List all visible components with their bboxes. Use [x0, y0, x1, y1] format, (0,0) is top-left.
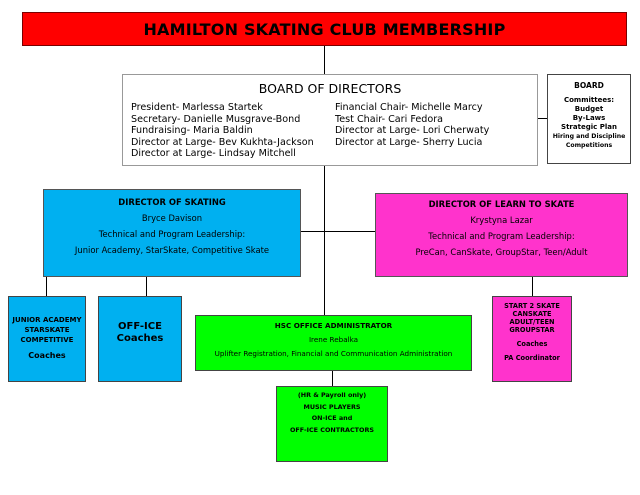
music-line: ON-ICE and [311, 414, 353, 422]
start-skate-line: ADULT/TEEN [509, 318, 555, 326]
connector-board-side [538, 118, 547, 119]
connector-board-down [324, 166, 325, 315]
director-skating-name: Bryce Davison [141, 213, 203, 223]
start-skate-pa-coordinator: PA Coordinator [504, 354, 560, 362]
off-ice-coaches-box: OFF-ICE Coaches [98, 296, 182, 382]
director-skating-title: DIRECTOR OF SKATING [118, 197, 226, 207]
connector-title-board [324, 46, 325, 74]
board-member: Director at Large- Lindsay Mitchell [131, 148, 296, 160]
junior-academy-box: JUNIOR ACADEMY STARSKATE COMPETITIVE Coa… [8, 296, 86, 382]
board-member: Financial Chair- Michelle Marcy [335, 102, 483, 113]
connector-skating-children [46, 277, 47, 296]
committee-item: Hiring and Discipline [552, 133, 626, 140]
committee-item: Competitions [565, 142, 613, 149]
board-of-directors-box: BOARD OF DIRECTORS President- Marlessa S… [122, 74, 538, 166]
board-member: Secretary- Danielle Musgrave-Bond [131, 113, 301, 125]
board-member: President- Marlessa Startek [131, 102, 263, 113]
director-lts-name: Krystyna Lazar [470, 215, 533, 225]
committee-item: Strategic Plan [561, 123, 617, 131]
connector-lts-startskate [532, 277, 533, 296]
page-title: HAMILTON SKATING CLUB MEMBERSHIP [143, 19, 506, 39]
director-skating-programs: Junior Academy, StarSkate, Competitive S… [74, 245, 270, 255]
board-member: Fundraising- Maria Baldin [131, 125, 253, 137]
jr-academy-coaches: Coaches [28, 351, 66, 360]
start-skate-line: START 2 SKATE [504, 302, 560, 310]
music-line: MUSIC PLAYERS [303, 402, 361, 411]
office-admin-name: Irene Rebalka [308, 335, 359, 344]
director-lts-title: DIRECTOR OF LEARN TO SKATE [428, 199, 575, 209]
director-of-learn-to-skate-box: DIRECTOR OF LEARN TO SKATE Krystyna Laza… [375, 193, 628, 277]
board-member: Director at Large- Lori Cherwaty [335, 125, 490, 137]
committee-item: Budget [574, 105, 604, 113]
director-skating-role: Technical and Program Leadership: [98, 229, 246, 239]
start-skate-coaches: Coaches [516, 340, 548, 348]
off-ice-coaches: Coaches [116, 333, 164, 344]
board-member: Test Chair- Cari Fedora [335, 113, 444, 125]
start-skate-line: GROUPSTAR [509, 326, 555, 334]
committee-item: By-Laws [572, 114, 606, 122]
off-ice-line: OFF-ICE [118, 321, 162, 332]
board-member: Director at Large- Sherry Lucia [335, 136, 483, 148]
club-title-banner: HAMILTON SKATING CLUB MEMBERSHIP [22, 12, 627, 46]
start-skate-line: CANSKATE [512, 310, 552, 318]
board-members-right: Financial Chair- Michelle Marcy Test Cha… [335, 102, 489, 148]
music-note: (HR & Payroll only) [297, 391, 367, 399]
start-2-skate-box: START 2 SKATE CANSKATE ADULT/TEEN GROUPS… [492, 296, 572, 382]
board-committees-title: BOARD [574, 81, 604, 90]
director-lts-role: Technical and Program Leadership: [428, 231, 575, 241]
office-admin-title: HSC OFFICE ADMINISTRATOR [274, 321, 393, 330]
office-administrator-box: HSC OFFICE ADMINISTRATOR Irene Rebalka U… [195, 315, 472, 371]
board-committees-box: BOARD Committees: Budget By-Laws Strateg… [547, 74, 631, 164]
jr-academy-line: COMPETITIVE [20, 336, 74, 344]
music-line: OFF-ICE CONTRACTORS [290, 425, 374, 434]
music-players-contractors-box: (HR & Payroll only) MUSIC PLAYERS ON-ICE… [276, 386, 388, 462]
director-lts-programs: PreCan, CanSkate, GroupStar, Teen/Adult [415, 247, 588, 257]
jr-academy-line: JUNIOR ACADEMY [12, 316, 82, 324]
connector-admin-music [332, 371, 333, 386]
board-heading: BOARD OF DIRECTORS [258, 81, 402, 96]
committee-item: Committees: [563, 96, 615, 104]
connector-skating-office [146, 277, 147, 296]
jr-academy-line: STARSKATE [24, 326, 70, 334]
director-of-skating-box: DIRECTOR OF SKATING Bryce Davison Techni… [43, 189, 301, 277]
board-members-left: President- Marlessa Startek Secretary- D… [131, 102, 314, 160]
connector-horizontal-directors [301, 231, 375, 232]
board-member: Director at Large- Bev Kukhta-Jackson [131, 136, 314, 148]
office-admin-duties: Uplifter Registration, Financial and Com… [214, 349, 453, 358]
